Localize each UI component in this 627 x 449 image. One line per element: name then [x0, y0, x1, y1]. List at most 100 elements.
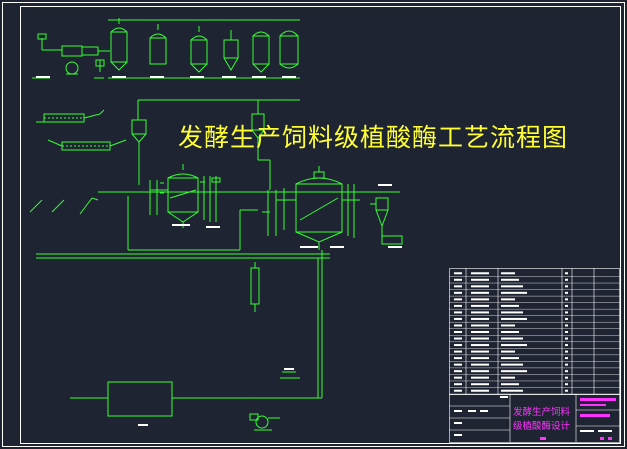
inner-frame	[20, 6, 621, 444]
parts-row-mark	[471, 350, 489, 353]
discharge-pump	[249, 413, 280, 431]
parts-row-mark	[501, 344, 527, 347]
parts-row-mark	[501, 370, 527, 373]
fermenter-1	[149, 164, 221, 228]
parts-row-mark	[471, 272, 489, 275]
parts-row-mark	[471, 376, 489, 379]
title-block-name-line1: 发酵生产饲料	[513, 407, 571, 418]
parts-row-mark	[565, 272, 568, 275]
separator-1	[223, 30, 239, 71]
parts-row-mark	[565, 317, 568, 320]
parts-row-mark	[471, 331, 489, 333]
parts-row-mark	[454, 317, 462, 320]
storage-tank-1	[252, 31, 270, 73]
parts-row-mark	[501, 272, 515, 275]
parts-row-mark	[471, 317, 489, 320]
parts-row-mark	[454, 337, 462, 340]
parts-row-mark	[454, 291, 462, 294]
parts-row-mark	[471, 389, 489, 392]
seed-tank-1	[110, 18, 128, 71]
parts-row-mark	[454, 376, 462, 379]
parts-row-mark	[471, 383, 489, 386]
parts-row-mark	[565, 389, 568, 392]
parts-row-mark	[454, 298, 462, 301]
parts-row-mark	[501, 324, 515, 327]
parts-row-mark	[501, 383, 519, 386]
parts-row-mark	[501, 350, 515, 353]
parts-row-mark	[565, 324, 568, 327]
parts-row-mark	[565, 357, 568, 360]
cyclone-separator	[370, 197, 403, 245]
parts-row-mark	[471, 298, 489, 301]
storage-tank-2	[279, 30, 299, 69]
parts-row-mark	[565, 337, 568, 340]
parts-row-mark	[565, 344, 568, 347]
parts-row-mark	[471, 370, 489, 373]
parts-row-mark	[454, 272, 462, 275]
parts-row-mark	[501, 291, 527, 294]
parts-row-mark	[454, 311, 462, 314]
parts-row-mark	[565, 363, 568, 366]
parts-row-mark	[565, 298, 568, 301]
parts-row-mark	[471, 304, 489, 307]
parts-row-mark	[454, 285, 462, 288]
parts-row-mark	[454, 344, 462, 347]
parts-row-mark	[565, 383, 568, 386]
hopper-2	[251, 113, 271, 190]
parts-row-mark	[471, 291, 489, 294]
parts-row-mark	[501, 363, 523, 366]
parts-row-mark	[471, 337, 489, 340]
parts-row-mark	[565, 331, 568, 333]
screw-conveyor-1	[36, 109, 105, 123]
parts-row-mark	[565, 291, 568, 294]
screw-conveyor-2	[47, 139, 127, 151]
parts-row-mark	[565, 370, 568, 373]
drawing-title: 发酵生产饲料级植酸酶工艺流程图	[178, 123, 569, 152]
parts-row-mark	[471, 285, 489, 288]
parts-list-rows	[449, 272, 620, 395]
parts-row-mark	[471, 357, 489, 360]
parts-row-mark	[501, 285, 523, 288]
parts-row-mark	[454, 370, 462, 373]
seed-tank-2	[149, 24, 167, 65]
parts-row-mark	[501, 357, 519, 360]
parts-row-mark	[501, 331, 519, 333]
parts-row-mark	[501, 311, 523, 314]
parts-row-mark	[565, 350, 568, 353]
parts-row-mark	[454, 383, 462, 386]
parts-row-mark	[471, 324, 489, 327]
title-block-marks	[454, 396, 612, 436]
parts-row-mark	[471, 278, 489, 281]
parts-row-mark	[471, 344, 489, 347]
parts-row-mark	[454, 363, 462, 366]
parts-row-mark	[565, 376, 568, 379]
parts-row-mark	[454, 389, 462, 392]
fermenter-2	[262, 166, 360, 250]
parts-row-mark	[454, 331, 462, 333]
parts-row-mark	[501, 389, 523, 392]
parts-row-mark	[501, 298, 515, 301]
equipment-group	[29, 18, 403, 431]
title-block	[449, 394, 620, 443]
parts-row-mark	[471, 311, 489, 314]
parts-row-mark	[565, 285, 568, 288]
title-block-project-name: 发酵生产饲料 级植酸酶设计	[513, 406, 573, 434]
parts-row-mark	[501, 376, 515, 379]
parts-row-mark	[454, 324, 462, 327]
equipment-tags	[36, 76, 402, 426]
parts-row-mark	[565, 304, 568, 307]
parts-list-table	[449, 268, 620, 395]
parts-row-mark	[454, 357, 462, 360]
parts-row-mark	[565, 278, 568, 281]
parts-row-mark	[501, 337, 523, 340]
parts-row-mark	[565, 311, 568, 314]
parts-row-mark	[501, 317, 527, 320]
parts-row-mark	[454, 304, 462, 307]
parts-row-mark	[471, 363, 489, 366]
parts-row-mark	[501, 278, 519, 281]
collection-tank	[70, 371, 322, 417]
title-block-name-line2: 级植酸酶设计	[513, 421, 571, 432]
title-block-accent	[540, 398, 616, 440]
